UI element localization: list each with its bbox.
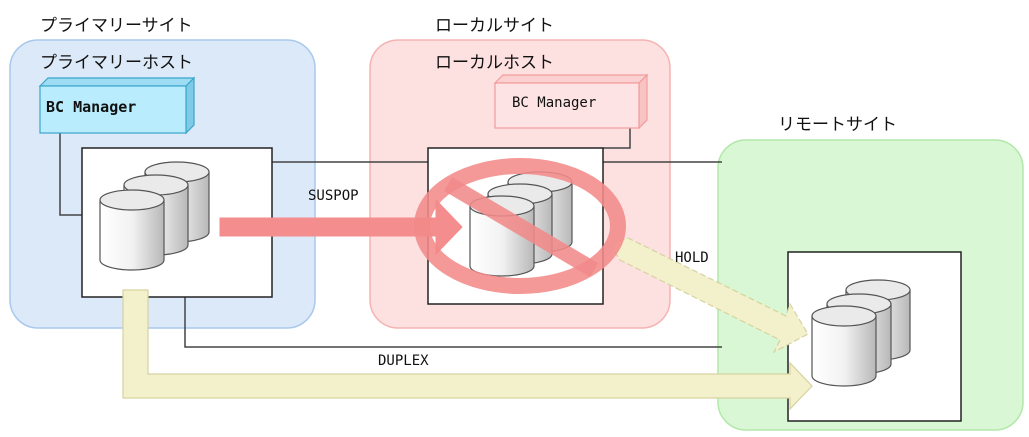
- remote-site-label: リモートサイト: [778, 115, 897, 135]
- primary-site-label: プライマリーサイト: [40, 16, 193, 36]
- primary-bc-manager-box: [38, 76, 196, 135]
- network-lines: [59, 126, 722, 348]
- duplex-label: DUPLEX: [378, 353, 429, 369]
- local-bc-manager-label: BC Manager: [512, 95, 597, 111]
- suspop-arrow: [219, 198, 463, 256]
- duplex-arrow: [122, 289, 813, 411]
- suspop-label: SUSPOP: [308, 188, 359, 204]
- primary-bc-manager-label: BC Manager: [46, 98, 137, 116]
- primary-host-label: プライマリーホスト: [40, 53, 193, 73]
- local-site-label: ローカルサイト: [435, 16, 554, 36]
- prohibit-icon: [414, 158, 626, 294]
- hold-arrow: [609, 237, 809, 354]
- local-bc-manager-box: [493, 73, 649, 130]
- hold-label: HOLD: [675, 250, 709, 266]
- local-host-label: ローカルホスト: [435, 53, 554, 73]
